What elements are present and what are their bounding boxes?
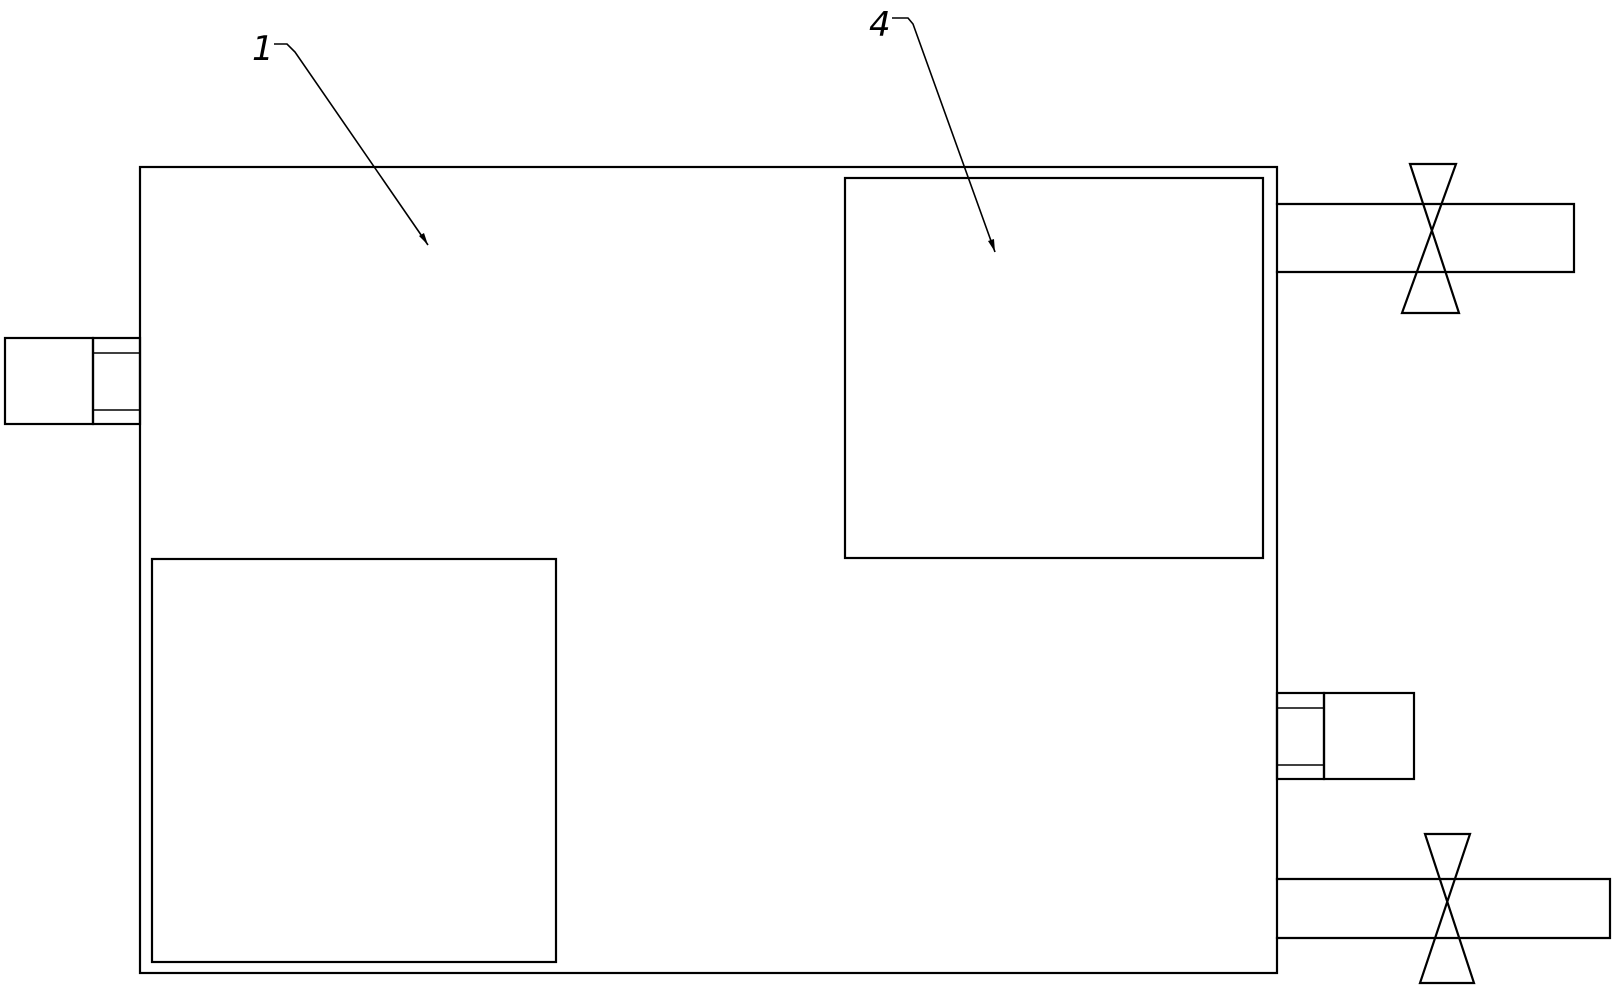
right-connector [1275, 691, 1416, 781]
leader-line-1 [274, 43, 429, 246]
upper-right-compartment [843, 176, 1265, 560]
lower-left-compartment [150, 557, 558, 964]
upper-outlet-pipe [1275, 202, 1576, 274]
left-connector [3, 336, 142, 426]
upper-valve-icon [1400, 162, 1461, 315]
leader-line-4 [892, 17, 996, 253]
lower-valve-icon [1418, 832, 1476, 985]
lower-outlet-pipe [1275, 877, 1612, 940]
main-housing [138, 165, 1279, 975]
callout-label-4: 4 [869, 5, 891, 45]
callout-label-1: 1 [252, 29, 274, 69]
